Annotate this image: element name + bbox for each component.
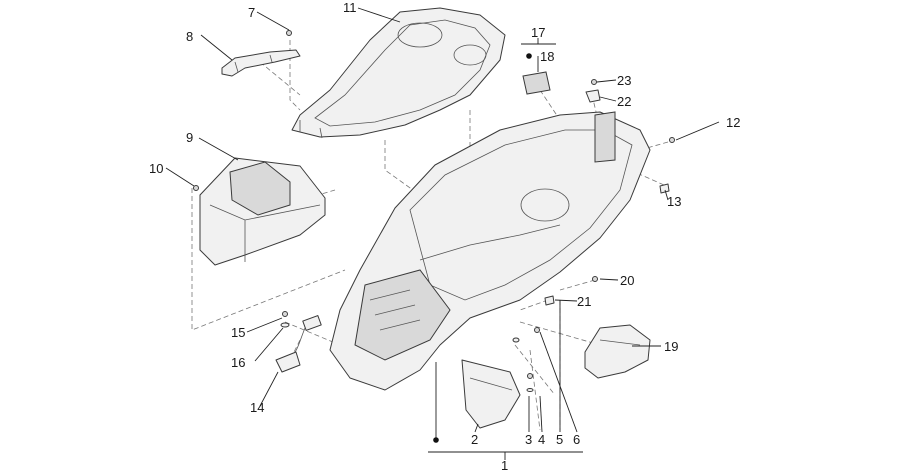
callout-15: 15 (231, 325, 245, 340)
callout-22: 22 (617, 94, 631, 109)
seat-liner-part (291, 7, 506, 139)
connector-part (275, 315, 322, 373)
callout-19: 19 (664, 339, 678, 354)
callout-1: 1 (501, 458, 508, 471)
bullet-dot (433, 437, 439, 443)
leader-lines (165, 7, 720, 460)
callout-21: 21 (577, 294, 591, 309)
callout-16: 16 (231, 355, 245, 370)
callout-10: 10 (149, 161, 163, 176)
callout-18: 18 (540, 49, 554, 64)
bullet-dot (526, 53, 532, 59)
bracket-part (221, 30, 301, 77)
callout-14: 14 (250, 400, 264, 415)
callout-17: 17 (531, 25, 545, 40)
lower-cover-part (461, 359, 521, 429)
callout-13: 13 (667, 194, 681, 209)
callout-5: 5 (556, 432, 563, 447)
callout-20: 20 (620, 273, 634, 288)
callout-4: 4 (538, 432, 545, 447)
label-tag-part (522, 71, 551, 95)
helmet-compartment-part (329, 111, 651, 391)
callout-7: 7 (248, 5, 255, 20)
callout-23: 23 (617, 73, 631, 88)
callout-6: 6 (573, 432, 580, 447)
callout-12: 12 (726, 115, 740, 130)
small-cover-part (584, 324, 651, 379)
small-hardware (280, 79, 675, 392)
callout-2: 2 (471, 432, 478, 447)
callout-11: 11 (343, 0, 357, 15)
callout-labels: 7 8 11 9 10 17 18 23 22 12 13 20 21 19 1… (149, 0, 740, 471)
callout-8: 8 (186, 29, 193, 44)
storage-box-part (193, 157, 326, 266)
callout-3: 3 (525, 432, 532, 447)
callout-9: 9 (186, 130, 193, 145)
